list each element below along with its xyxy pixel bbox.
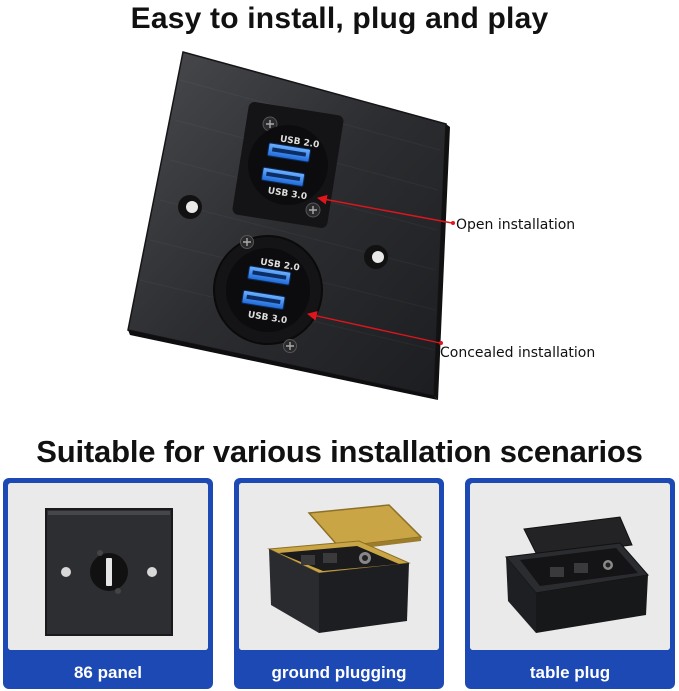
headline-scenarios: Suitable for various installation scenar… bbox=[36, 434, 643, 469]
usb-wall-panel-photo: USB 2.0 USB 3.0 USB 2.0 USB 3.0 bbox=[127, 51, 455, 400]
wall-panel-icon bbox=[8, 483, 208, 650]
scenario-card-86-panel: 86 panel bbox=[3, 478, 213, 689]
floor-box-icon bbox=[239, 483, 439, 650]
scenario-label: ground plugging bbox=[271, 663, 407, 682]
usb-module-concealed: USB 2.0 USB 3.0 bbox=[213, 235, 323, 353]
usb-module-open: USB 2.0 USB 3.0 bbox=[232, 102, 344, 228]
headline-easy-install: Easy to install, plug and play bbox=[130, 2, 549, 35]
scenario-label: 86 panel bbox=[73, 663, 143, 682]
callout-open-installation: Open installation bbox=[456, 217, 576, 233]
scenario-card-ground-plugging: ground plugging bbox=[234, 478, 444, 689]
mount-hole-right bbox=[364, 245, 388, 269]
desk-box-icon bbox=[470, 483, 670, 650]
arrow-open bbox=[317, 194, 453, 224]
arrow-concealed bbox=[307, 311, 441, 344]
scenario-card-table-plug: table plug bbox=[465, 478, 675, 689]
scenario-label: table plug bbox=[529, 663, 611, 682]
callout-concealed-installation: Concealed installation bbox=[440, 345, 596, 361]
mount-hole-left bbox=[178, 195, 202, 219]
